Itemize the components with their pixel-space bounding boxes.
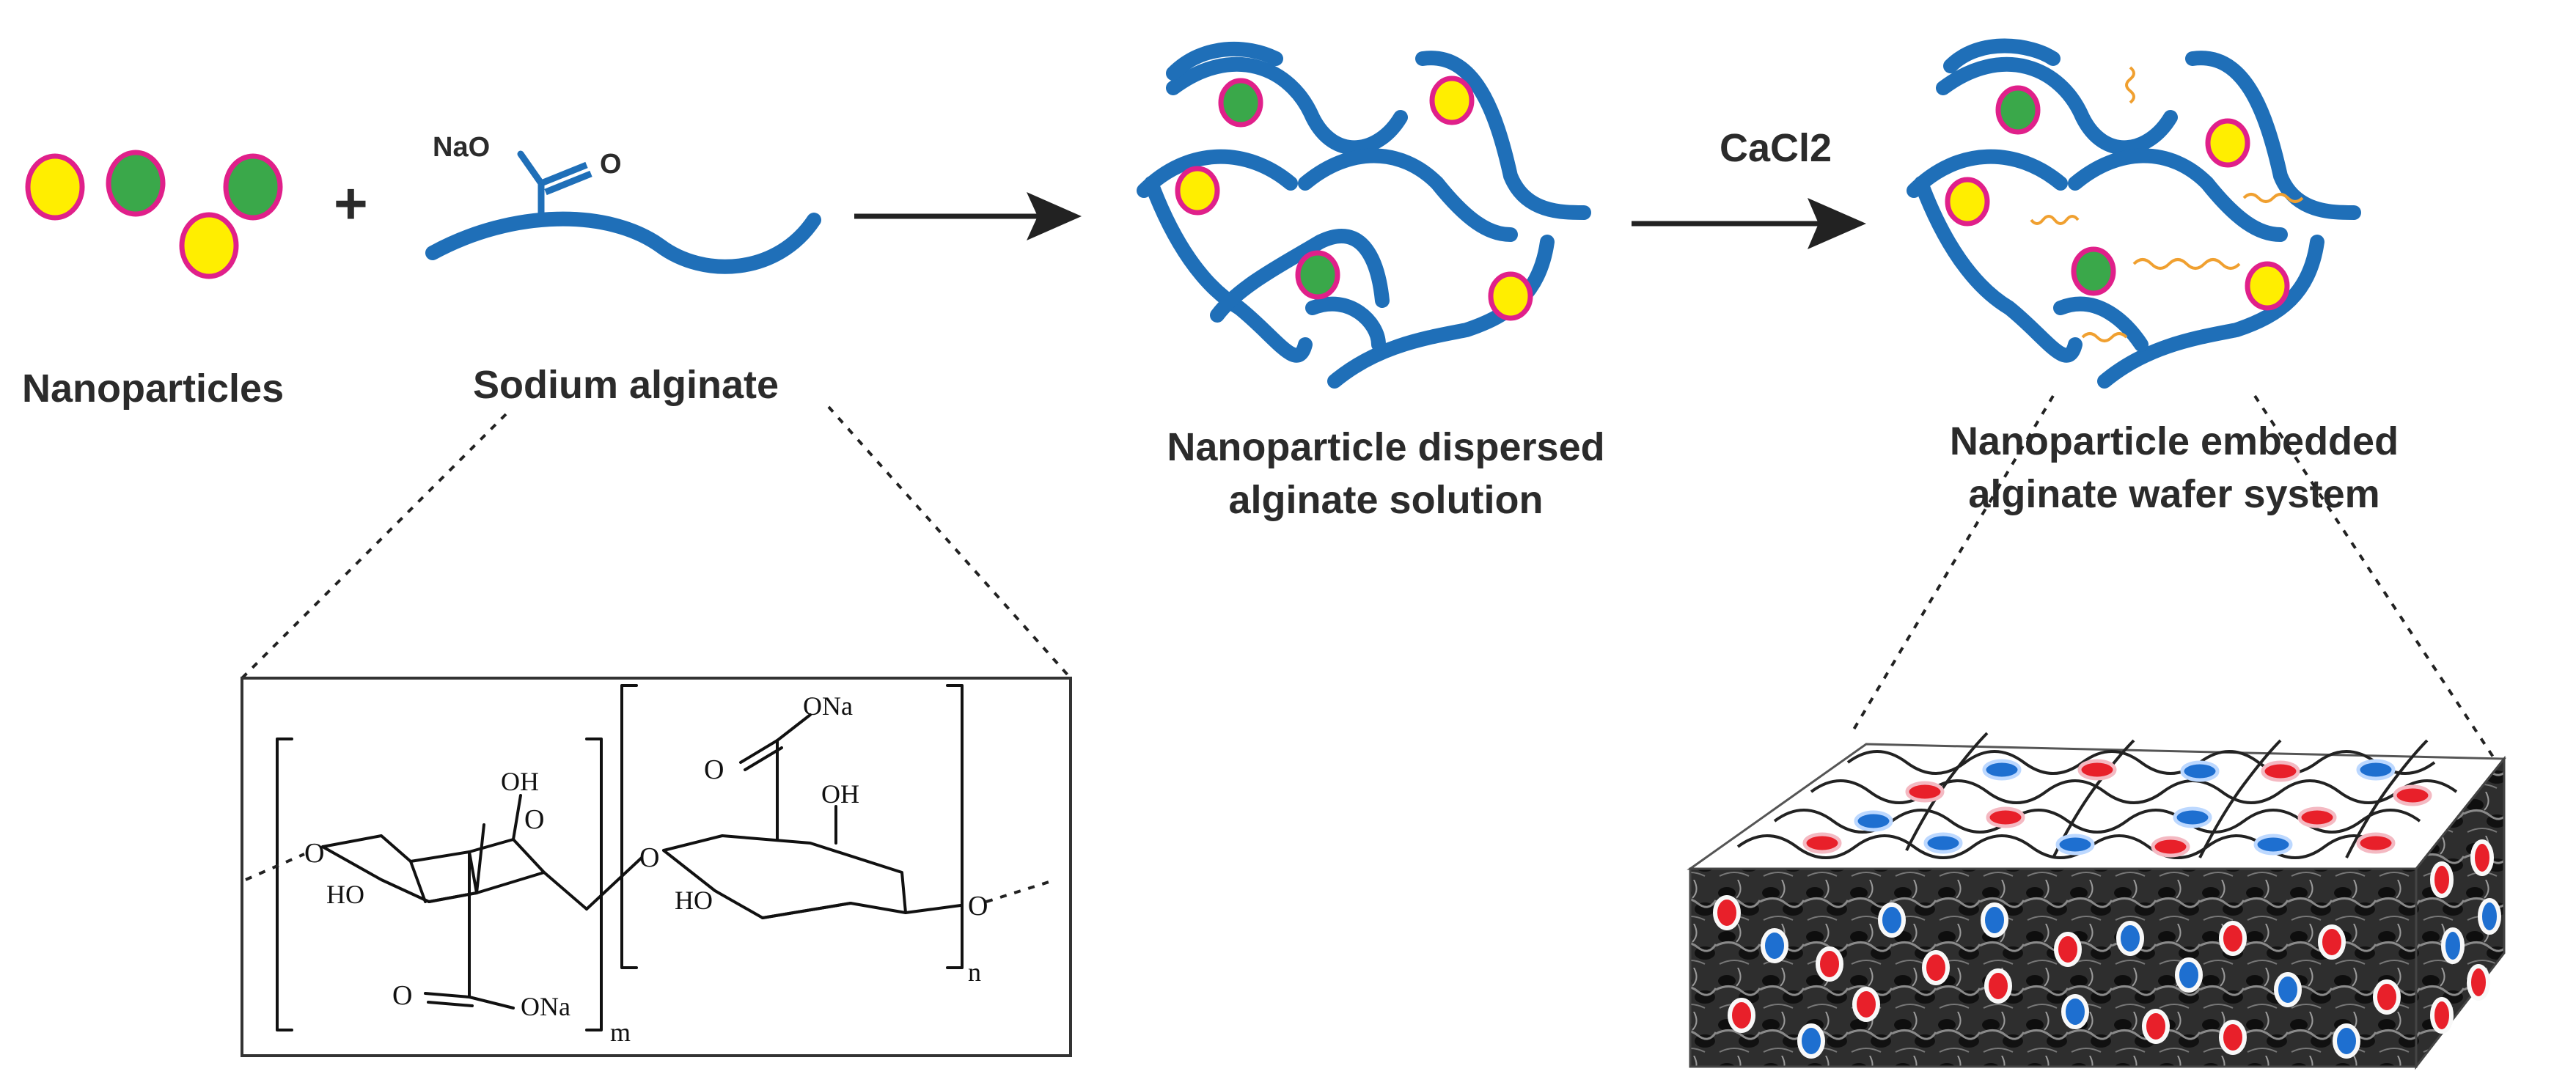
dispersed-solution-network	[1137, 41, 1591, 389]
structure-label: n	[968, 957, 981, 987]
nanoparticle-yellow	[1429, 76, 1475, 125]
structure-label: OH	[501, 767, 539, 796]
structure-label: HO	[675, 886, 713, 915]
structure-label: HO	[326, 880, 364, 909]
nanoparticle-yellow	[179, 212, 239, 279]
arrow-mix	[854, 192, 1082, 240]
structure-label: O	[968, 891, 988, 922]
label-embedded-line2: alginate wafer system	[1968, 472, 2379, 516]
structure-label: m	[610, 1018, 631, 1047]
label-embedded-line1: Nanoparticle embedded	[1950, 419, 2399, 463]
structure-label: OH	[821, 779, 859, 809]
nanoparticle-green	[1218, 78, 1263, 128]
nanoparticle-yellow	[25, 153, 85, 221]
nanoparticle-yellow	[1945, 177, 1990, 227]
plus-sign: +	[334, 171, 368, 236]
nanoparticles-group	[25, 150, 283, 279]
alginate-chain	[425, 211, 821, 274]
wafer-block	[1687, 732, 2507, 1070]
crosslinked-network	[1907, 38, 2361, 389]
nanoparticle-green	[1295, 250, 1340, 300]
wafer-side-particles	[2430, 839, 2501, 1034]
structure-label: ONa	[803, 691, 853, 721]
structure-label: O	[304, 838, 324, 869]
label-sodium-alginate: Sodium alginate	[473, 363, 779, 407]
arrow-crosslink	[1632, 198, 1866, 249]
nanoparticle-yellow	[2245, 261, 2290, 311]
structure-label: O	[524, 804, 544, 835]
structure-label: ONa	[521, 992, 570, 1021]
nanoparticle-green	[106, 150, 166, 217]
wafer-front-particles	[1713, 895, 2401, 1059]
label-nanoparticles: Nanoparticles	[22, 367, 284, 411]
wafer-side-face	[2415, 755, 2506, 1070]
nanoparticle-green	[1995, 85, 2041, 135]
zoom-line-left	[241, 413, 507, 680]
nanoparticle-yellow	[1175, 166, 1220, 216]
label-dispersed-line2: alginate solution	[1228, 478, 1543, 522]
label-nao: NaO	[433, 132, 490, 163]
zoom-line-right	[827, 405, 1072, 680]
structure-label: O	[392, 980, 412, 1011]
nanoparticle-green	[2071, 246, 2116, 296]
label-dispersed-line1: Nanoparticle dispersed	[1167, 425, 1604, 469]
wafer-top-particles	[1802, 759, 2432, 858]
zoom-line-wafer-left	[1850, 394, 2055, 735]
structure-label: O	[704, 754, 724, 785]
nanoparticle-yellow	[1488, 271, 1533, 321]
sodium-alginate-sketch: NaO O	[425, 132, 821, 274]
alginate-structure-box: O HO OH O O ONa m O ONa O OH HO O n	[241, 677, 1072, 1057]
nanoparticle-yellow	[2205, 118, 2250, 168]
label-o: O	[600, 149, 622, 180]
nanoparticle-green	[223, 153, 283, 221]
label-reagent: CaCl2	[1720, 126, 1832, 170]
